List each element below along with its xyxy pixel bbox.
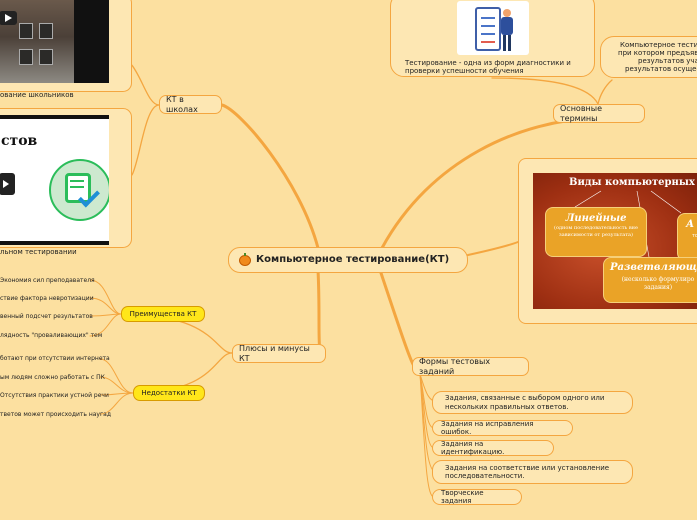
form-item-label: Творческие задания bbox=[441, 488, 484, 505]
branch-pros-cons[interactable]: Плюсы и минусы КТ bbox=[232, 344, 326, 363]
advantage-item: лядность "проваливающих" тем bbox=[0, 332, 103, 339]
definition-testing-text: Тестирование - одна из форм диагностики … bbox=[405, 59, 571, 76]
form-item[interactable]: Творческие задания bbox=[432, 489, 522, 505]
central-topic-label: Компьютерное тестирование(КТ) bbox=[256, 254, 450, 265]
definition-line-4: результатов осущест bbox=[625, 65, 697, 73]
branch-forms[interactable]: Формы тестовых заданий bbox=[412, 357, 529, 376]
branch-pros-cons-label: Плюсы и минусы КТ bbox=[239, 343, 310, 363]
disadvantages-label: Недостатки КТ bbox=[141, 388, 197, 397]
definition-line-3: результатов уча bbox=[638, 57, 697, 65]
play-icon[interactable] bbox=[0, 173, 15, 195]
branch-forms-label: Формы тестовых заданий bbox=[419, 356, 491, 376]
linear-type-box: Линейные (одном последовательность вне з… bbox=[545, 207, 647, 257]
branching-type-box: Разветвляющи (несколько формулиро задани… bbox=[603, 257, 697, 303]
disadvantage-item: ботают при отсутствии интернета bbox=[0, 355, 110, 362]
definition-testing-card[interactable]: Тестирование - одна из форм диагностики … bbox=[390, 0, 595, 77]
checklist-icon bbox=[49, 159, 109, 221]
person-icon bbox=[503, 9, 511, 17]
form-item[interactable]: Задания на идентификацию. bbox=[432, 440, 554, 456]
branching-type-desc: (несколько формулиро задания) bbox=[621, 276, 695, 291]
testing-slide-thumbnail[interactable]: стов bbox=[0, 115, 109, 245]
definition-computer-testing-card[interactable]: Компьютерное тестир при котором предъявл… bbox=[600, 36, 697, 78]
advantages-label: Преимущества КТ bbox=[129, 309, 197, 318]
play-icon[interactable] bbox=[0, 11, 17, 25]
adaptive-type-desc: то bbox=[692, 233, 697, 239]
building-window bbox=[19, 49, 33, 65]
disadvantage-item: ым людям сложно работать с ПК bbox=[0, 374, 105, 381]
pumpkin-icon bbox=[239, 252, 251, 266]
testing-video-caption: льном тестировании bbox=[0, 248, 77, 256]
advantage-item: ствие фактора невротизации bbox=[0, 295, 94, 302]
advantage-item: Экономия сил преподавателя bbox=[0, 277, 95, 284]
branch-terms[interactable]: Основные термины bbox=[553, 104, 645, 123]
form-item[interactable]: Задания на соответствие или установление… bbox=[432, 460, 633, 484]
building-window bbox=[39, 49, 53, 65]
test-types-card[interactable]: Виды компьютерных Линейные (одном послед… bbox=[518, 158, 697, 324]
disadvantage-item: тветов может происходить наугад bbox=[0, 411, 111, 418]
linear-type-desc: (одном последовательность вне зависимост… bbox=[554, 225, 638, 238]
school-video-thumbnail[interactable] bbox=[0, 0, 109, 83]
clipboard-icon bbox=[475, 7, 501, 51]
slide-heading-text: стов bbox=[1, 133, 38, 149]
test-types-slide[interactable]: Виды компьютерных Линейные (одном послед… bbox=[533, 173, 697, 309]
advantages-node[interactable]: Преимущества КТ bbox=[121, 306, 205, 322]
branching-type-title: Разветвляющи bbox=[610, 262, 697, 273]
school-video-card[interactable] bbox=[0, 0, 132, 92]
linear-type-title: Линейные bbox=[565, 213, 627, 224]
central-topic[interactable]: Компьютерное тестирование(КТ) bbox=[228, 247, 468, 273]
form-item[interactable]: Задания на исправления ошибок. bbox=[432, 420, 573, 436]
adaptive-type-title: А bbox=[686, 219, 695, 230]
form-item-label: Задания, связанные с выбором одного или … bbox=[445, 394, 605, 411]
form-item-label: Задания на соответствие или установление… bbox=[445, 463, 610, 480]
definition-line-2: при котором предъявл bbox=[618, 49, 697, 57]
form-item-label: Задания на идентификацию. bbox=[441, 439, 505, 456]
definition-line-1: Компьютерное тестир bbox=[620, 41, 697, 49]
clipboard-person-illustration bbox=[457, 1, 529, 55]
advantage-item: венный подсчет результатов bbox=[0, 313, 93, 320]
disadvantage-item: Отсутствия практики устной речи bbox=[0, 392, 109, 399]
branch-terms-label: Основные термины bbox=[560, 103, 603, 123]
testing-video-card[interactable]: стов bbox=[0, 108, 132, 248]
form-item-label: Задания на исправления ошибок. bbox=[441, 419, 534, 436]
form-item[interactable]: Задания, связанные с выбором одного или … bbox=[432, 391, 633, 414]
school-video-caption: ование школьников bbox=[0, 91, 74, 99]
branch-schools[interactable]: КТ в школах bbox=[159, 95, 222, 114]
disadvantages-node[interactable]: Недостатки КТ bbox=[133, 385, 205, 401]
branch-schools-label: КТ в школах bbox=[166, 94, 198, 114]
building-window bbox=[19, 23, 33, 39]
adaptive-type-box: А то bbox=[677, 213, 697, 261]
slide-title: Виды компьютерных bbox=[569, 177, 695, 188]
building-window bbox=[39, 23, 53, 39]
